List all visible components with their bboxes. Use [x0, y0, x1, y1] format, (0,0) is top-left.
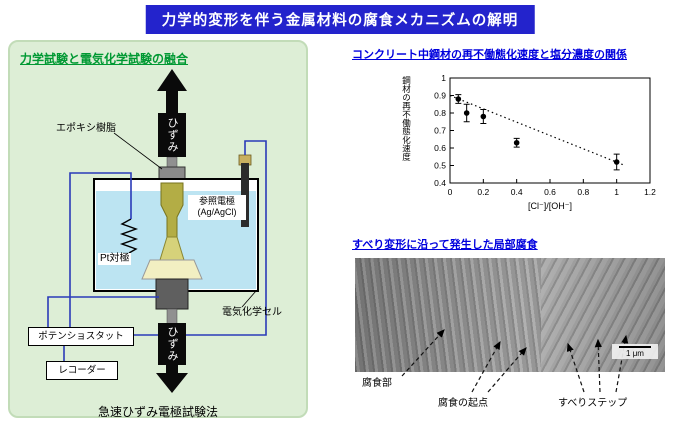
wire-pt-to-potentiostat	[69, 172, 132, 327]
svg-text:0: 0	[448, 187, 453, 197]
scale-bar: 1 μm	[612, 344, 658, 359]
strain-arrow-up-icon	[157, 69, 187, 113]
recorder-box: レコーダー	[46, 361, 118, 380]
wire-reference-to-potentiostat	[132, 140, 267, 336]
sem-micrograph	[355, 258, 665, 372]
cell-leader-line	[241, 290, 257, 308]
wire-working-to-potentiostat	[47, 296, 159, 327]
svg-text:1.2: 1.2	[644, 187, 656, 197]
svg-text:0.8: 0.8	[434, 108, 446, 118]
sem-annotation-arrows	[401, 329, 629, 393]
svg-text:0.4: 0.4	[511, 187, 523, 197]
potentiostat-box: ポテンショスタット	[28, 327, 134, 346]
svg-text:1: 1	[441, 73, 446, 83]
specimen-base	[141, 259, 203, 280]
apparatus-panel: 力学試験と電気化学試験の融合	[8, 40, 308, 419]
arrow-slip-3	[615, 334, 629, 393]
reference-electrode-label: 参照電極 (Ag/AgCl)	[188, 195, 246, 220]
pt-electrode-zigzag	[119, 218, 139, 254]
slip-steps-label: すべりステップ	[558, 398, 628, 409]
sem-section-title: すべり変形に沿って発生した局部腐食	[352, 239, 538, 251]
apparatus-diagram: ひずみ ひずみ エポキシ樹脂 参照電極 (Ag/AgCl) Pt対極 電気化学セ…	[10, 67, 306, 401]
arrow-origin-1	[471, 340, 501, 393]
chart-y-axis-label: 鋼材の再不働態化速度	[401, 76, 412, 161]
sem-figure: 1 μm 腐食部 腐食の起点 すべりステップ	[354, 258, 666, 412]
arrow-slip-1	[566, 342, 585, 393]
scale-bar-label: 1 μm	[626, 349, 644, 358]
strain-top-label: ひずみ	[166, 117, 178, 153]
svg-text:[Cl⁻]/[OH⁻]: [Cl⁻]/[OH⁻]	[528, 201, 572, 211]
strain-top-box: ひずみ	[158, 113, 186, 157]
corroded-area-label: 腐食部	[362, 378, 392, 389]
svg-text:0.7: 0.7	[434, 126, 446, 136]
apparatus-drawing	[47, 69, 267, 393]
svg-text:0.5: 0.5	[434, 161, 446, 171]
repassivation-chart: 0 0.2 0.4 0.6 0.8 1 1.2 0.4 0.5 0.6 0.7 0.8 0.9 1 [Cl⁻…	[434, 73, 656, 211]
chart-area: 鋼材の再不働態化速度 0 0.2 0.4 0.6 0.8 1 1.2 0.4 0.5 0.6 0.7…	[402, 68, 672, 230]
arrow-origin-2	[487, 347, 527, 393]
svg-text:0.8: 0.8	[577, 187, 589, 197]
strain-bottom-box: ひずみ	[158, 323, 186, 365]
svg-text:0.6: 0.6	[544, 187, 556, 197]
svg-text:0.6: 0.6	[434, 143, 446, 153]
svg-text:0.4: 0.4	[434, 178, 446, 188]
scale-bar-line	[619, 346, 651, 348]
apparatus-caption: 急速ひずみ電極試験法	[97, 405, 218, 419]
cell-label: 電気化学セル	[222, 307, 282, 318]
page-title: 力学的変形を伴う金属材料の腐食メカニズムの解明	[145, 5, 535, 34]
corrosion-origin-label: 腐食の起点	[438, 398, 488, 409]
svg-text:1: 1	[614, 187, 619, 197]
svg-text:0.2: 0.2	[477, 187, 489, 197]
epoxy-leader-line	[113, 132, 163, 170]
arrow-slip-2	[594, 338, 602, 393]
svg-text:0.9: 0.9	[434, 91, 446, 101]
strain-bottom-label: ひずみ	[166, 326, 178, 362]
arrow-corroded-area	[401, 329, 445, 377]
chart-section-title: コンクリート中鋼材の再不働態化速度と塩分濃度の関係	[352, 49, 627, 61]
lower-grip	[155, 278, 189, 310]
strain-arrow-down-icon	[156, 365, 188, 393]
apparatus-panel-title: 力学試験と電気化学試験の融合	[20, 52, 189, 66]
epoxy-label: エポキシ樹脂	[56, 123, 116, 134]
pt-counter-label: Pt対極	[98, 253, 132, 265]
